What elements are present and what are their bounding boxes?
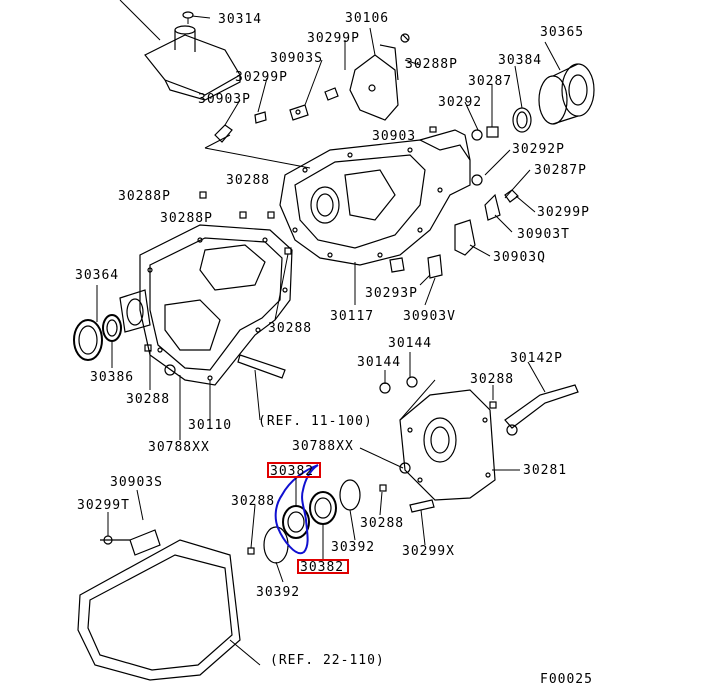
callout-30365: 30365 [540,25,584,40]
reference-11-100: (REF. 11-100) [258,414,373,429]
callout-30386: 30386 [90,370,134,385]
callout-30382: 30382 [270,464,314,479]
callout-30299p: 30299P [307,31,360,46]
callout-30314: 30314 [218,12,262,27]
callout-30392: 30392 [331,540,375,555]
callout-30384: 30384 [498,53,542,68]
callout-30292: 30292 [438,95,482,110]
callout-30903s: 30903S [270,51,323,66]
callout-30117: 30117 [330,309,374,324]
callout-30288p: 30288P [118,189,171,204]
figure-code: F00025 [540,672,593,687]
rear-housing-part [204,129,471,266]
callout-30288: 30288 [226,173,270,188]
callout-30287: 30287 [468,74,512,89]
right-brackets [389,174,519,279]
callout-30382: 30382 [300,560,344,575]
bell-housing-part [77,529,261,681]
callout-30903: 30903 [372,129,416,144]
shift-lever-part [504,384,579,436]
callout-30299p: 30299P [235,70,288,85]
callout-30292p: 30292P [512,142,565,157]
callout-30299x: 30299X [402,544,455,559]
callout-30144: 30144 [357,355,401,370]
callout-30288: 30288 [470,372,514,387]
callout-30788xx: 30788XX [148,440,210,455]
callout-30288: 30288 [268,321,312,336]
callout-30903s: 30903S [110,475,163,490]
cylinder-part [538,63,595,125]
callout-30288p: 30288P [405,57,458,72]
callout-30903p: 30903P [198,92,251,107]
highlight-box-30382 [267,462,321,478]
callout-30903v: 30903V [403,309,456,324]
callout-30288p: 30288P [160,211,213,226]
transmission-case-part [119,224,293,386]
callout-30288: 30288 [231,494,275,509]
highlight-box-30382 [297,559,349,574]
plate-part [349,33,410,121]
callout-30288: 30288 [126,392,170,407]
callout-30392: 30392 [256,585,300,600]
seal-parts-left [73,314,286,379]
dowel-pins [199,191,497,555]
callout-30106: 30106 [345,11,389,26]
callout-30281: 30281 [523,463,567,478]
callout-30144: 30144 [388,336,432,351]
adapter-plate-part [379,376,496,513]
callout-30364: 30364 [75,268,119,283]
callout-30288: 30288 [360,516,404,531]
callout-30293p: 30293P [365,286,418,301]
shift-cover-part [119,0,241,101]
callout-30299p: 30299P [537,205,590,220]
callout-30903t: 30903T [517,227,570,242]
callout-30287p: 30287P [534,163,587,178]
callout-30299t: 30299T [77,498,130,513]
callout-30142p: 30142P [510,351,563,366]
callout-30903q: 30903Q [493,250,546,265]
leader-lines [96,15,561,583]
reference-22-110: (REF. 22-110) [270,653,385,668]
callout-30110: 30110 [188,418,232,433]
hand-drawn-annotation [274,464,319,555]
callout-30788xx: 30788XX [292,439,354,454]
